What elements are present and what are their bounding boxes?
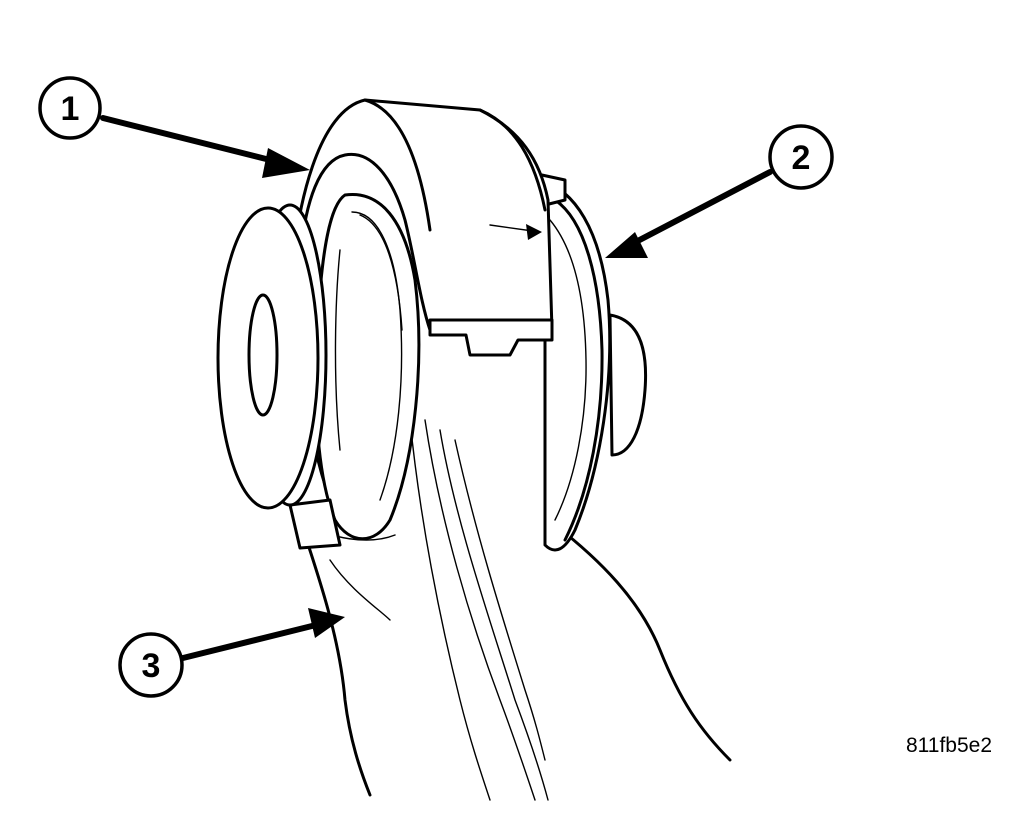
control-arm — [298, 419, 732, 801]
front-washer — [216, 203, 328, 510]
callout-2-label: 2 — [792, 139, 811, 177]
callout-1-label: 1 — [61, 90, 80, 128]
callout-1: 1 — [38, 76, 310, 178]
rear-bushing — [526, 170, 648, 552]
figure-id: 811fb5e2 — [906, 734, 992, 757]
callout-2: 2 — [605, 124, 834, 258]
callout-3: 3 — [118, 608, 345, 698]
callout-3-label: 3 — [142, 647, 161, 685]
